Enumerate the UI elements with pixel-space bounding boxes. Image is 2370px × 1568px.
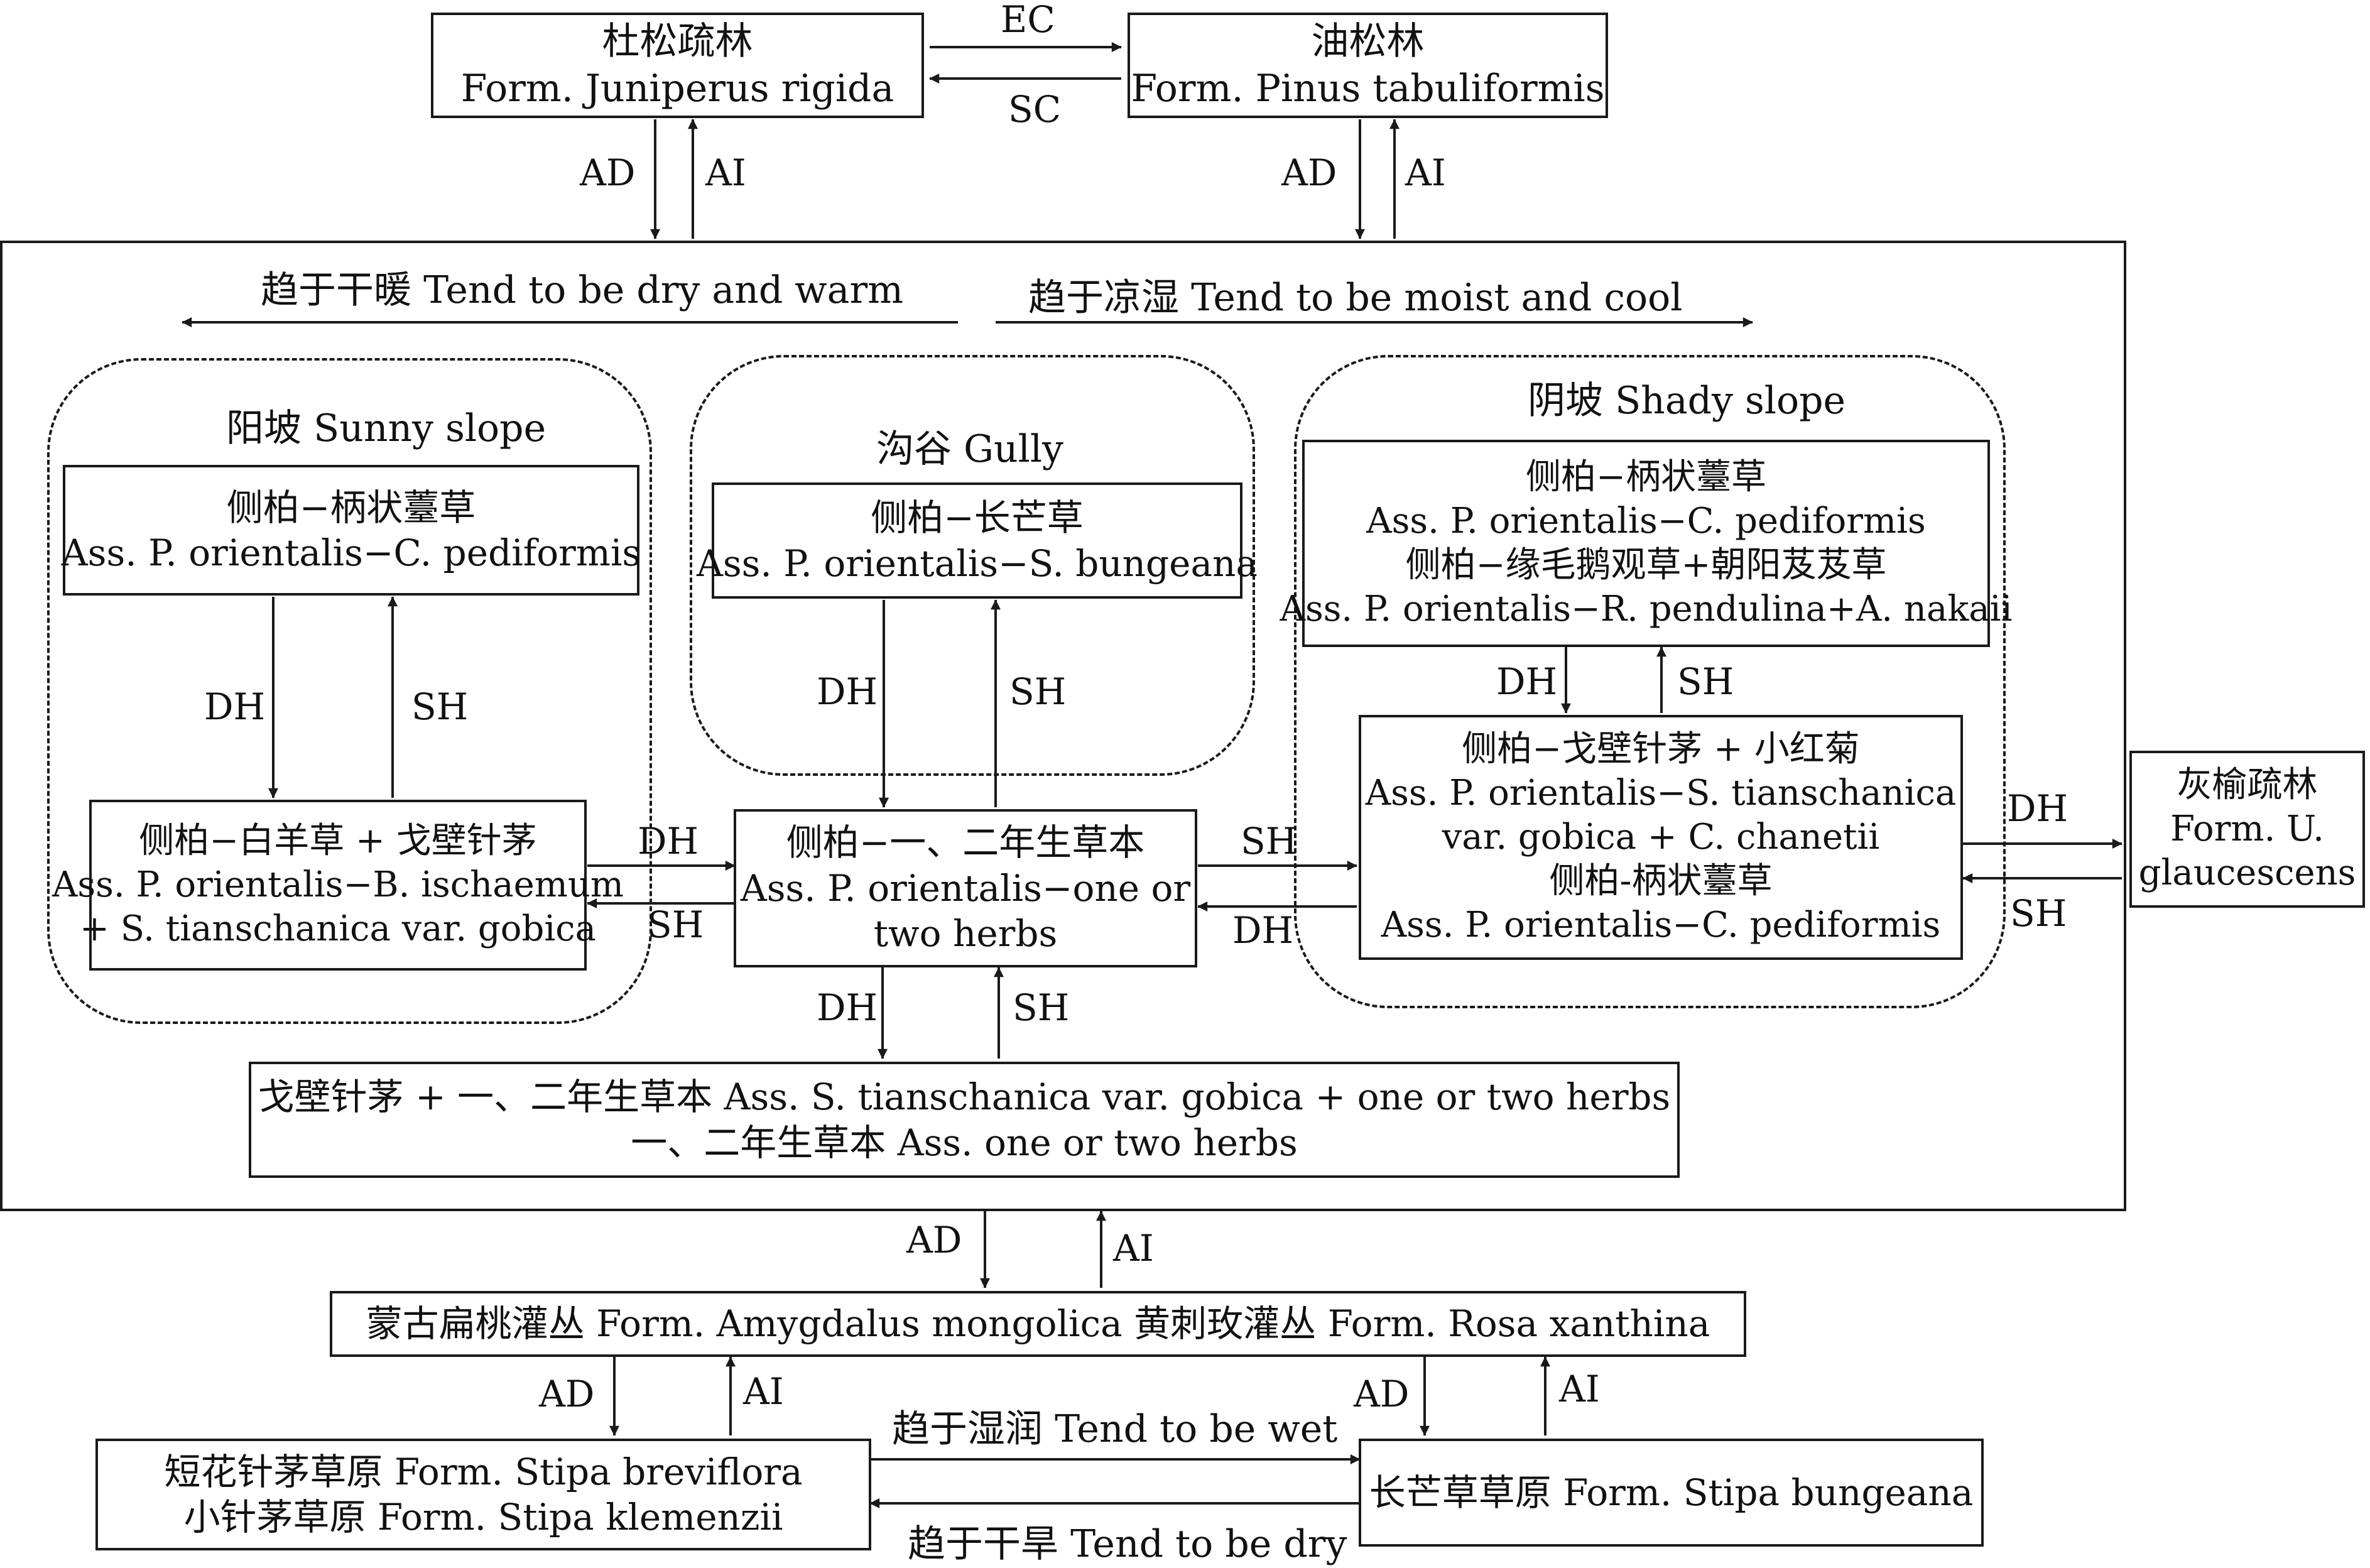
juniperus-ai-label: AI	[705, 151, 746, 194]
gully-top-cn: 侧柏−长芒草	[871, 496, 1084, 539]
shady-sh-label: SH	[1677, 660, 1734, 703]
sunny-bottom-node: 侧柏−白羊草 + 戈壁针茅 Ass. P. orientalis−B. isch…	[52, 800, 624, 971]
sunny-center-dh-label: DH	[638, 820, 699, 863]
shady-top-en1: Ass. P. orientalis−C. pediformis	[1366, 501, 1926, 542]
gully-sh-label: SH	[1009, 670, 1067, 713]
center-shady-sh-label: SH	[1241, 820, 1298, 863]
gully-top-node: 侧柏−长芒草 Ass. P. orientalis−S. bungeana	[697, 482, 1258, 599]
center-en2: two herbs	[873, 912, 1058, 956]
ulmus-shady-sh-label: SH	[2010, 892, 2067, 935]
sunny-bottom-en2: + S. tianschanica var. gobica	[80, 908, 596, 949]
sunny-top-en: Ass. P. orientalis−C. pediformis	[61, 531, 641, 574]
juniperus-node: 杜松疏林 Form. Juniperus rigida	[431, 13, 924, 118]
moist-cool-label: 趋于凉湿 Tend to be moist and cool	[1028, 276, 1683, 320]
sc-label: SC	[1008, 88, 1062, 131]
shady-bottom-en3: Ass. P. orientalis−C. pediformis	[1381, 905, 1941, 945]
center-node: 侧柏−一、二年生草本 Ass. P. orientalis−one or two…	[734, 809, 1197, 967]
pinus-cn: 油松林	[1311, 19, 1425, 63]
stipa-left-node: 短花针茅草原 Form. Stipa breviflora 小针茅草原 Form…	[95, 1439, 871, 1550]
herbs-line1: 戈壁针茅 + 一、二年生草本 Ass. S. tianschanica var.…	[258, 1075, 1671, 1118]
pinus-node: 油松林 Form. Pinus tabuliformis	[1128, 13, 1608, 118]
sunny-bottom-en1: Ass. P. orientalis−B. ischaemum	[52, 864, 624, 905]
juniperus-ad-label: AD	[580, 151, 636, 194]
center-cn: 侧柏−一、二年生草本	[786, 821, 1145, 864]
shady-ulmus-dh-label: DH	[2007, 787, 2068, 830]
ulmus-en2: glaucescens	[2138, 852, 2356, 893]
dry-label: 趋于干旱 Tend to be dry	[908, 1522, 1347, 1566]
sunny-top-cn: 侧柏−柄状薹草	[226, 486, 476, 529]
pinus-ad-label: AD	[1281, 151, 1337, 194]
shady-bottom-cn2: 侧柏-柄状薹草	[1549, 861, 1773, 901]
sunny-dh-label: DH	[204, 685, 266, 728]
center-sh-label: SH	[1013, 986, 1070, 1029]
sunny-bottom-cn: 侧柏−白羊草 + 戈壁针茅	[139, 820, 537, 861]
wet-label: 趋于湿润 Tend to be wet	[892, 1407, 1338, 1451]
shady-top-node: 侧柏−柄状薹草 Ass. P. orientalis−C. pediformis…	[1280, 440, 2013, 647]
pinus-ai-label: AI	[1405, 151, 1446, 194]
outer-ad-label: AD	[906, 1219, 962, 1261]
shady-slope-title: 阴坡 Shady slope	[1528, 379, 1845, 423]
gully-title: 沟谷 Gully	[876, 427, 1063, 471]
shady-bottom-en2: var. gobica + C. chanetii	[1442, 817, 1880, 858]
shrubs-node: 蒙古扁桃灌丛 Form. Amygdalus mongolica 黄刺玫灌丛 F…	[330, 1291, 1746, 1357]
shrub-right-ai-label: AI	[1559, 1368, 1600, 1410]
shady-bottom-node: 侧柏−戈壁针茅 + 小红菊 Ass. P. orientalis−S. tian…	[1359, 715, 1963, 960]
shrubs-line: 蒙古扁桃灌丛 Form. Amygdalus mongolica 黄刺玫灌丛 F…	[366, 1302, 1710, 1346]
shrub-left-ai-label: AI	[743, 1370, 784, 1413]
sunny-slope-title: 阳坡 Sunny slope	[226, 406, 546, 450]
shady-top-cn2: 侧柏−缘毛鹅观草+朝阳芨芨草	[1405, 545, 1887, 585]
ulmus-en1: Form. U.	[2170, 808, 2324, 849]
shady-bottom-cn1: 侧柏−戈壁针茅 + 小红菊	[1462, 729, 1860, 770]
center-dh-label: DH	[817, 986, 878, 1029]
shady-bottom-en1: Ass. P. orientalis−S. tianschanica	[1365, 773, 1957, 814]
main-frame	[0, 241, 2126, 1211]
herbs-node: 戈壁针茅 + 一、二年生草本 Ass. S. tianschanica var.…	[249, 1062, 1680, 1178]
gully-dh-label: DH	[817, 670, 878, 713]
stipa-left-line2: 小针茅草原 Form. Stipa klemenzii	[183, 1496, 783, 1538]
sunny-top-node: 侧柏−柄状薹草 Ass. P. orientalis−C. pediformis	[61, 465, 641, 596]
shady-dh-label: DH	[1496, 660, 1558, 703]
sunny-sh-label: SH	[411, 685, 469, 728]
gully-top-en: Ass. P. orientalis−S. bungeana	[697, 542, 1258, 585]
pinus-en: Form. Pinus tabuliformis	[1131, 67, 1605, 111]
sunny-slope-region	[47, 358, 652, 1024]
ec-label: EC	[1001, 0, 1055, 41]
shady-slope-region	[1294, 355, 2006, 1008]
stipa-right-node: 长芒草草原 Form. Stipa bungeana	[1359, 1439, 1984, 1547]
shrub-left-ad-label: AD	[539, 1373, 595, 1415]
ulmus-cn: 灰榆疏林	[2177, 765, 2318, 805]
ulmus-node: 灰榆疏林 Form. U. glaucescens	[2129, 751, 2365, 908]
juniperus-en: Form. Juniperus rigida	[460, 67, 894, 111]
shady-top-en2: Ass. P. orientalis−R. pendulina+A. nakai…	[1280, 589, 2013, 629]
juniperus-cn: 杜松疏林	[602, 19, 753, 63]
outer-ai-label: AI	[1113, 1227, 1154, 1270]
center-en1: Ass. P. orientalis−one or	[740, 866, 1191, 910]
stipa-right-line: 长芒草草原 Form. Stipa bungeana	[1369, 1471, 1974, 1514]
stipa-left-line1: 短花针茅草原 Form. Stipa breviflora	[164, 1450, 803, 1493]
herbs-line2: 一、二年生草本 Ass. one or two herbs	[631, 1121, 1298, 1164]
shrub-right-ad-label: AD	[1354, 1373, 1410, 1415]
center-sunny-sh-label: SH	[647, 903, 704, 946]
gully-region	[690, 355, 1255, 776]
dry-warm-label: 趋于干暖 Tend to be dry and warm	[261, 268, 904, 312]
shady-top-cn1: 侧柏−柄状薹草	[1526, 457, 1766, 498]
shady-center-dh-label: DH	[1232, 909, 1294, 952]
